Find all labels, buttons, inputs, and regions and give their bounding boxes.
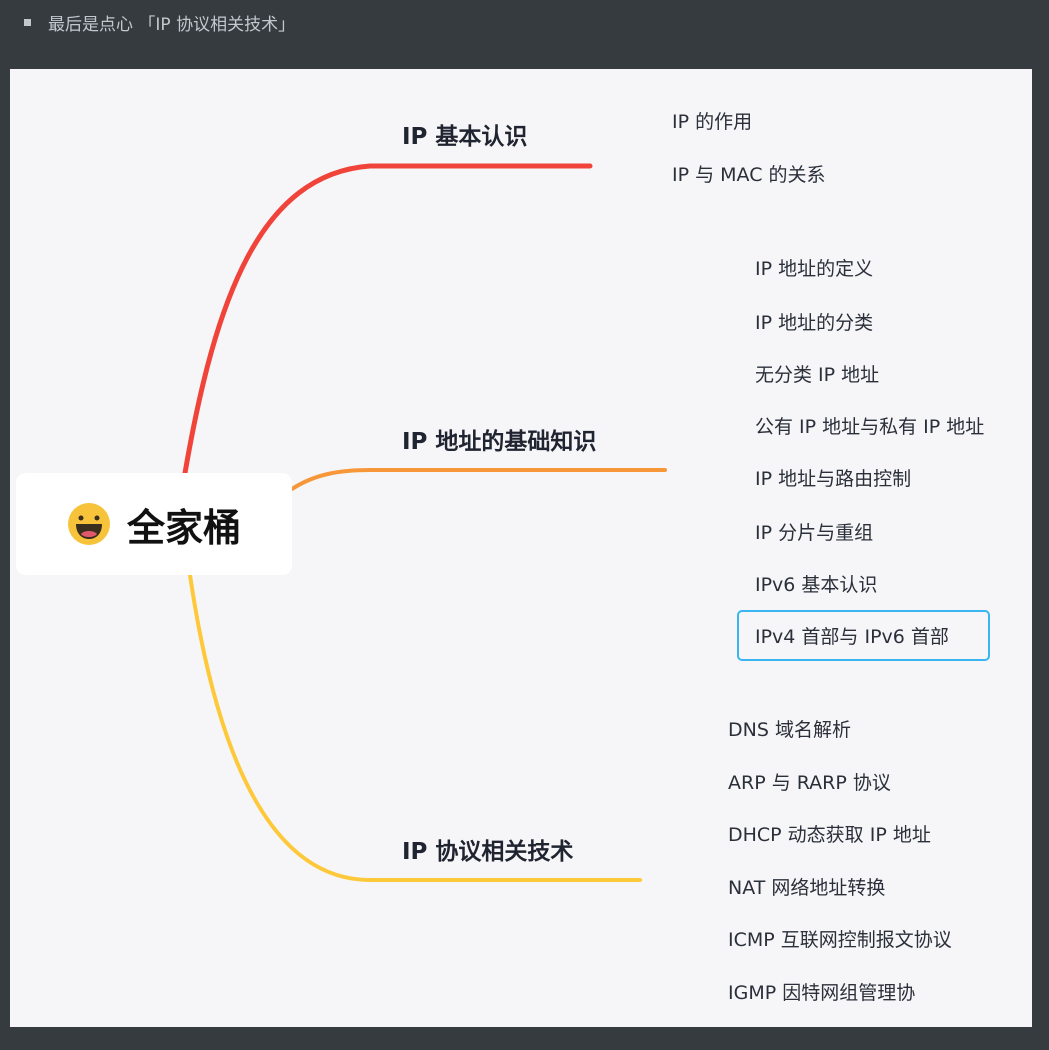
- subtopic[interactable]: ARP 与 RARP 协议: [728, 772, 891, 794]
- branch-connector: [188, 573, 642, 882]
- bullet-note: 最后是点心 「IP 协议相关技术」: [24, 10, 295, 35]
- subtopic[interactable]: IP 地址的定义: [755, 258, 874, 280]
- branch-connector: [182, 163, 593, 476]
- subtopic[interactable]: NAT 网络地址转换: [728, 877, 886, 899]
- subtopic[interactable]: 公有 IP 地址与私有 IP 地址: [755, 416, 985, 438]
- subtopic[interactable]: IP 分片与重组: [755, 522, 874, 544]
- main-topic[interactable]: IP 地址的基础知识: [402, 429, 597, 455]
- subtopic[interactable]: ICMP 互联网控制报文协议: [728, 929, 952, 951]
- subtopic[interactable]: DNS 域名解析: [728, 719, 851, 741]
- bullet-icon: [24, 19, 31, 26]
- subtopic[interactable]: IP 与 MAC 的关系: [672, 164, 826, 186]
- subtopic[interactable]: DHCP 动态获取 IP 地址: [728, 824, 931, 846]
- subtopic[interactable]: IP 的作用: [672, 111, 753, 133]
- subtopic[interactable]: IP 地址与路由控制: [755, 468, 912, 490]
- subtopic[interactable]: IPv4 首部与 IPv6 首部: [755, 626, 949, 648]
- subtopic[interactable]: 无分类 IP 地址: [755, 364, 880, 386]
- subtopic[interactable]: IGMP 因特网组管理协: [728, 982, 916, 1004]
- selection-highlight: [737, 610, 990, 661]
- mindmap-canvas: 全家桶 IP 基本认识 IP 的作用 IP 与 MAC 的关系 IP 地址的基础知识 I…: [10, 69, 1032, 1027]
- main-topic[interactable]: IP 基本认识: [402, 124, 528, 150]
- subtopic[interactable]: IP 地址的分类: [755, 312, 874, 334]
- central-topic-label: 全家桶: [126, 505, 241, 550]
- branch-connector: [290, 468, 667, 491]
- central-topic[interactable]: 全家桶: [16, 473, 292, 575]
- mindmap-connectors: [182, 163, 667, 882]
- subtopic[interactable]: IPv6 基本认识: [755, 574, 878, 596]
- main-topic[interactable]: IP 协议相关技术: [402, 839, 574, 865]
- grinning-face-icon: [67, 503, 110, 545]
- note-text: 最后是点心 「IP 协议相关技术」: [48, 15, 296, 35]
